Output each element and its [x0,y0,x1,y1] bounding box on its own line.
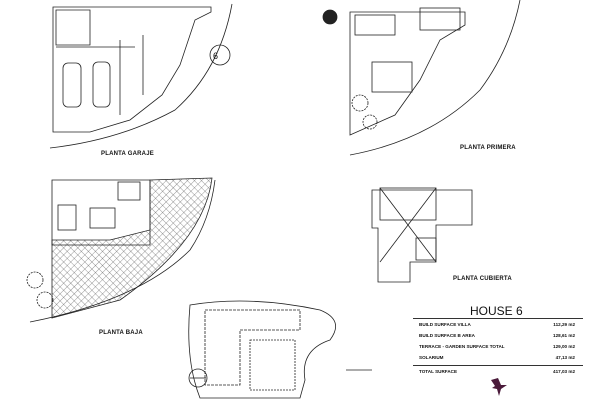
garage-plan [49,3,233,149]
roof-plan [371,187,473,283]
row-value: 47,13 m2 [555,355,575,360]
bird-logo-icon [491,378,507,396]
row-label: BUILD SURFACE VILLA [419,322,471,327]
plan-label-first-floor: PLANTA PRIMERA [460,145,516,151]
row-label: BUILD SURFACE B AREA [419,333,475,338]
first-floor-plan [322,0,521,156]
row-value: 128,61 m2 [553,333,575,338]
row-label: SOLARIUM [419,355,444,360]
plan-label-garage: PLANTA GARAJE [101,151,154,157]
surface-table: BUILD SURFACE VILLA 112,29 m2 BUILD SURFA… [413,318,583,377]
surface-row: TERRACE - GARDEN SURFACE TOTAL 129,00 m2 [413,341,583,352]
total-row: TOTAL SURFACE 417,03 m2 [413,365,583,377]
site-plan [188,300,372,399]
row-value: 112,29 m2 [553,322,575,327]
ground-floor-plan [26,177,216,323]
surface-row: SOLARIUM 47,13 m2 [413,352,583,363]
total-label: TOTAL SURFACE [419,369,458,374]
plan-label-ground-floor: PLANTA BAJA [99,330,143,336]
total-value: 417,03 m2 [553,369,575,374]
surface-row: BUILD SURFACE VILLA 112,29 m2 [413,319,583,330]
house-title: HOUSE 6 [470,304,523,318]
house-number: 6 [213,51,219,61]
row-label: TERRACE - GARDEN SURFACE TOTAL [419,344,505,349]
surface-row: BUILD SURFACE B AREA 128,61 m2 [413,330,583,341]
plan-label-roof: PLANTA CUBIERTA [453,276,512,282]
row-value: 129,00 m2 [553,344,575,349]
